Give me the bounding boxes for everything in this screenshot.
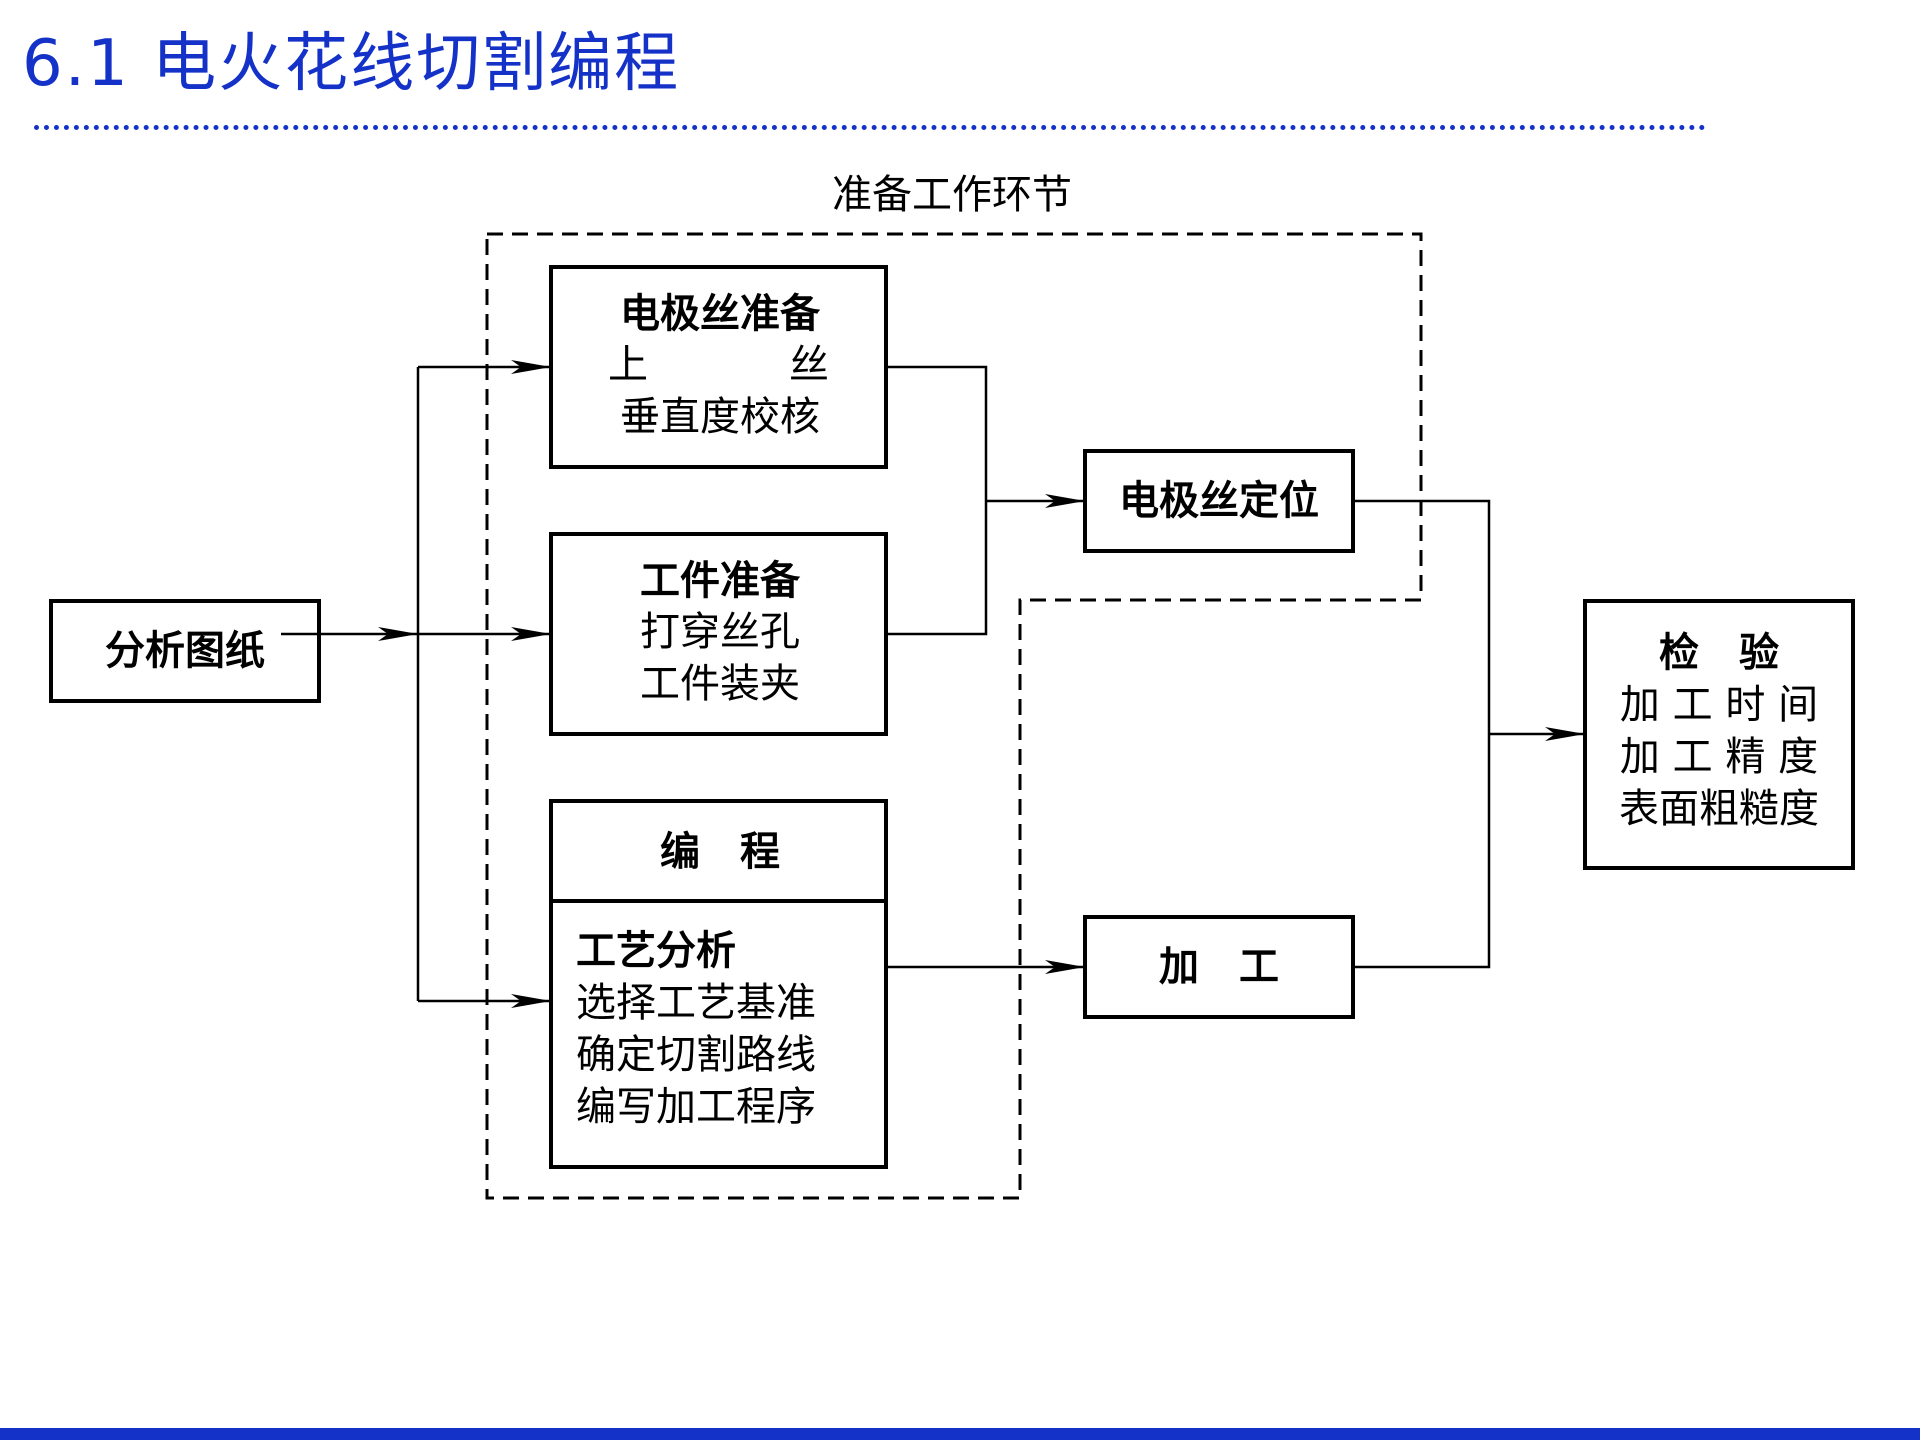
wire-prep-box [549,265,888,469]
programming-title: 编 程 [660,829,780,875]
wire-prep-line1-right: 丝 [789,342,829,388]
inspection-line1: 加 工 时 间 [1620,682,1818,728]
prep-stage-boundary [485,232,1423,1200]
machining-label: 加 工 [1159,944,1279,990]
title-divider [34,125,1706,130]
bottom-accent-bar [0,1428,1920,1440]
inspection-line3: 表面粗糙度 [1619,786,1819,832]
workpiece-prep-box [549,532,888,736]
workpiece-prep-line1: 打穿丝孔 [640,609,800,655]
workpiece-prep-title: 工件准备 [640,558,801,604]
connector-wire-prep-out [886,365,988,636]
wire-prep-title: 电极丝准备 [620,291,821,337]
analyze-drawing-label: 分析图纸 [105,628,265,674]
programming-box [549,799,888,1169]
prep-stage-label: 准备工作环节 [832,172,1072,218]
connector-wire-positioning-out [1353,499,1491,969]
connector-lines [281,360,1585,1008]
analyze-drawing-box [49,599,321,703]
programming-line1: 选择工艺基准 [576,980,816,1026]
wire-prep-line2: 垂直度校核 [620,394,820,440]
inspection-title: 检 验 [1659,630,1779,676]
programming-line3: 编写加工程序 [576,1084,816,1130]
workpiece-prep-line2: 工件装夹 [640,661,800,707]
programming-line2: 确定切割路线 [576,1032,816,1078]
programming-subtitle: 工艺分析 [576,928,736,974]
slide-title: 6.1 电火花线切割编程 [22,27,681,101]
wire-positioning-label: 电极丝定位 [1119,478,1319,524]
inspection-box [1583,599,1855,870]
wire-prep-line1-left: 上 [608,342,648,388]
inspection-line2: 加 工 精 度 [1620,734,1818,780]
